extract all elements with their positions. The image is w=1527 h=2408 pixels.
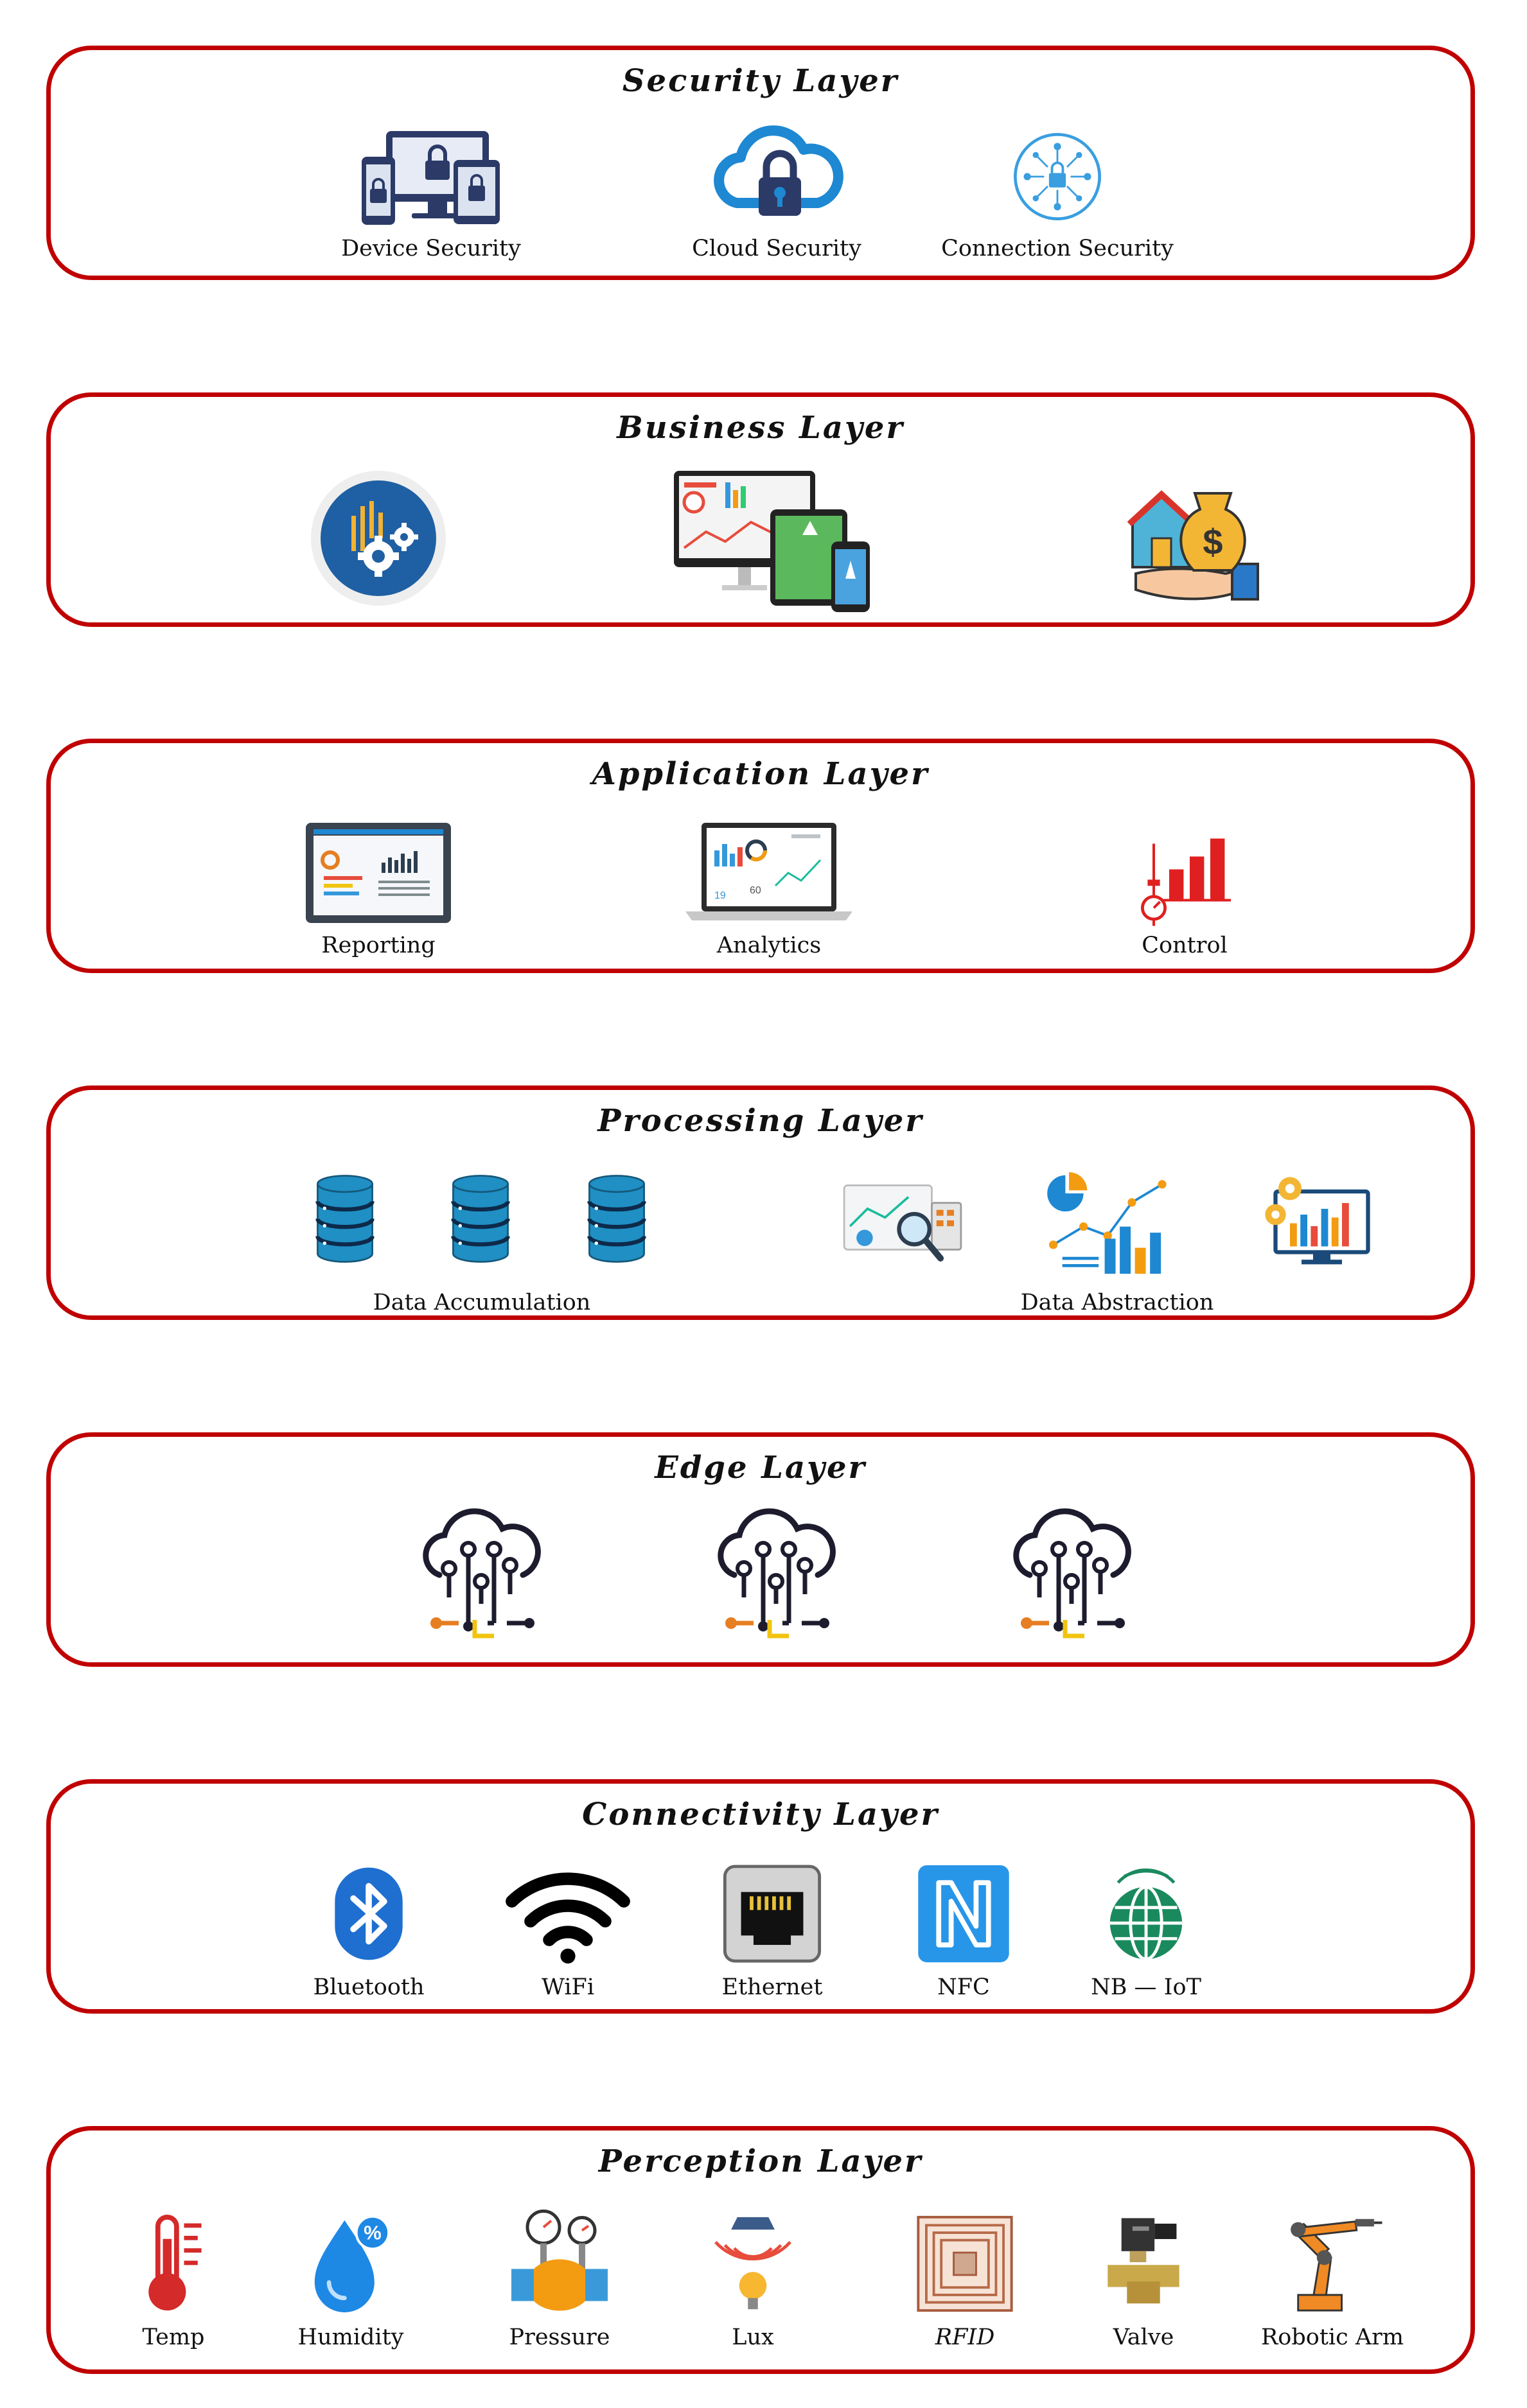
item-label: RFID bbox=[935, 2325, 995, 2350]
item-label: Reporting bbox=[321, 933, 436, 958]
analytics-gear-icon bbox=[308, 468, 449, 609]
item-label: Temp bbox=[142, 2325, 205, 2350]
processing-layer-panel: Processing Layer Data Accumulation Data … bbox=[46, 1085, 1475, 1320]
group-label: Data Accumulation bbox=[373, 1290, 591, 1315]
property-finance-icon bbox=[1123, 468, 1264, 609]
item-label: Ethernet bbox=[721, 1974, 823, 2000]
security-layer-panel: Security Layer Device Security Cloud Sec… bbox=[46, 46, 1475, 280]
layer-title: Business Layer bbox=[617, 410, 905, 446]
connectivity-layer-panel: Connectivity Layer Bluetooth WiFi Ethern… bbox=[46, 1779, 1475, 2014]
perception-layer-panel: Perception Layer Temp Humidity Pressure … bbox=[46, 2126, 1475, 2374]
layer-title: Application Layer bbox=[592, 756, 930, 792]
cloud-circuit-icon bbox=[705, 1501, 847, 1649]
layer-title: Perception Layer bbox=[598, 2143, 923, 2179]
group-label: Data Abstraction bbox=[1020, 1290, 1214, 1315]
item-label: Bluetooth bbox=[313, 1974, 425, 2000]
network-lock-icon bbox=[1009, 128, 1106, 225]
light-sensor-icon bbox=[700, 2214, 806, 2314]
cloud-lock-icon bbox=[706, 125, 847, 227]
solenoid-valve-icon bbox=[1105, 2211, 1182, 2314]
rfid-tag-icon bbox=[915, 2214, 1015, 2314]
item-label: Device Security bbox=[341, 236, 521, 261]
application-layer-panel: Application Layer Reporting Analytics Co… bbox=[46, 739, 1475, 973]
cloud-circuit-icon bbox=[410, 1501, 552, 1649]
layer-title: Security Layer bbox=[622, 63, 899, 99]
wifi-icon bbox=[504, 1864, 632, 1964]
robotic-arm-icon bbox=[1280, 2214, 1386, 2314]
item-label: NB — IoT bbox=[1091, 1974, 1201, 2000]
report-monitor-icon bbox=[305, 822, 452, 924]
pressure-gauge-icon bbox=[508, 2206, 611, 2312]
database-icon bbox=[448, 1172, 513, 1265]
device-lock-icon bbox=[360, 125, 502, 227]
nb-iot-globe-icon bbox=[1098, 1864, 1194, 1964]
item-label: Analytics bbox=[716, 933, 822, 958]
business-layer-panel: Business Layer bbox=[46, 392, 1475, 627]
database-icon bbox=[585, 1172, 649, 1265]
item-label: Cloud Security bbox=[692, 236, 861, 261]
item-label: Connection Security bbox=[941, 236, 1174, 261]
layer-title: Edge Layer bbox=[655, 1450, 867, 1486]
item-label: NFC bbox=[937, 1974, 990, 2000]
bluetooth-icon bbox=[332, 1864, 406, 1964]
item-label: Lux bbox=[732, 2325, 774, 2350]
database-icon bbox=[313, 1172, 377, 1265]
item-label: Robotic Arm bbox=[1260, 2325, 1404, 2350]
control-chart-icon bbox=[1133, 833, 1236, 926]
thermometer-icon bbox=[138, 2214, 209, 2314]
data-search-icon bbox=[838, 1172, 967, 1269]
nfc-icon bbox=[915, 1864, 1012, 1964]
layer-title: Processing Layer bbox=[597, 1103, 924, 1139]
ethernet-port-icon bbox=[723, 1864, 822, 1964]
item-label: Pressure bbox=[509, 2325, 610, 2350]
charts-icon bbox=[1037, 1172, 1185, 1275]
item-label: Control bbox=[1142, 933, 1228, 958]
item-label: Valve bbox=[1113, 2325, 1174, 2350]
monitor-chart-icon bbox=[1255, 1172, 1371, 1269]
item-label: WiFi bbox=[541, 1974, 595, 2000]
humidity-drop-icon bbox=[309, 2214, 393, 2314]
cloud-circuit-icon bbox=[1001, 1501, 1142, 1649]
item-label: Humidity bbox=[297, 2325, 404, 2350]
multi-device-dashboard-icon bbox=[674, 471, 892, 612]
edge-layer-panel: Edge Layer bbox=[46, 1432, 1475, 1667]
layer-title: Connectivity Layer bbox=[582, 1797, 939, 1832]
analytics-laptop-icon bbox=[685, 822, 852, 924]
